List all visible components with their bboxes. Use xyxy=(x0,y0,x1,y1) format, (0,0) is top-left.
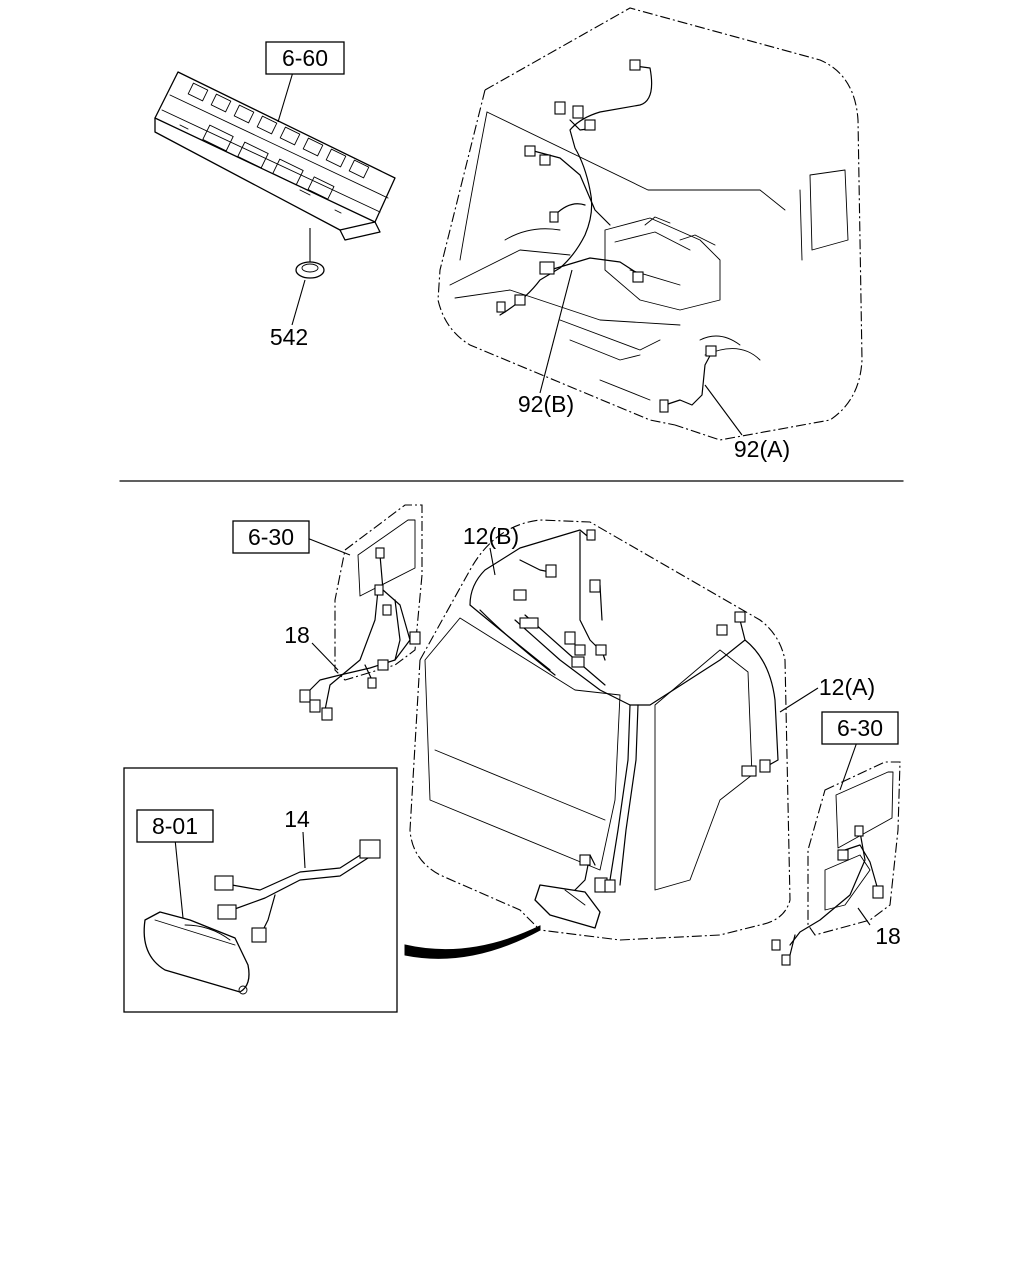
ref-8-01-label: 8-01 xyxy=(152,813,198,839)
leader-12b xyxy=(489,547,496,576)
part-18-left-label: 18 xyxy=(284,622,310,648)
part-92b-label: 92(B) xyxy=(518,391,574,417)
grille-panel xyxy=(154,71,396,241)
ref-box-6-30-right xyxy=(821,711,899,745)
harness-92b xyxy=(496,59,653,316)
cab-interior xyxy=(437,7,863,441)
leader-12a xyxy=(779,687,819,713)
leader-18-right xyxy=(857,907,871,926)
door-left xyxy=(334,504,423,681)
harness-18-left xyxy=(299,547,421,721)
ref-6-30-right-label: 6-30 xyxy=(837,715,883,741)
headlamp-detail xyxy=(143,911,250,995)
detail-arrow xyxy=(404,925,541,959)
cab-exterior xyxy=(409,519,791,941)
leader-6-30-left xyxy=(306,537,351,556)
ref-box-6-30-left xyxy=(232,520,310,554)
part-14-label: 14 xyxy=(284,806,310,832)
harness-14 xyxy=(214,839,381,943)
leader-92a xyxy=(704,384,743,436)
leader-8-01 xyxy=(174,838,184,919)
leader-18-left xyxy=(311,642,339,671)
ref-6-30-left-label: 6-30 xyxy=(248,524,294,550)
ref-6-60-label: 6-60 xyxy=(282,45,328,71)
leader-14 xyxy=(302,831,306,869)
part-12b-label: 12(B) xyxy=(463,523,519,549)
harness-12a xyxy=(574,639,779,893)
ref-box-6-60 xyxy=(265,41,345,75)
clip-part xyxy=(295,261,325,279)
leader-542 xyxy=(291,279,306,326)
part-12a-label: 12(A) xyxy=(819,674,875,700)
part-18-right-label: 18 xyxy=(875,923,901,949)
door-right xyxy=(807,761,901,936)
leader-6-60 xyxy=(277,71,294,123)
detail-inset-frame xyxy=(123,767,398,1013)
harness-12b xyxy=(469,529,746,706)
part-92a-label: 92(A) xyxy=(734,436,790,462)
headlamp-small xyxy=(534,884,601,929)
harness-92a xyxy=(659,345,717,413)
ref-box-8-01 xyxy=(136,809,214,843)
part-542-label: 542 xyxy=(270,324,308,350)
leader-6-30-right xyxy=(839,741,858,791)
leader-92b xyxy=(539,269,573,394)
harness-18-right xyxy=(771,825,884,966)
